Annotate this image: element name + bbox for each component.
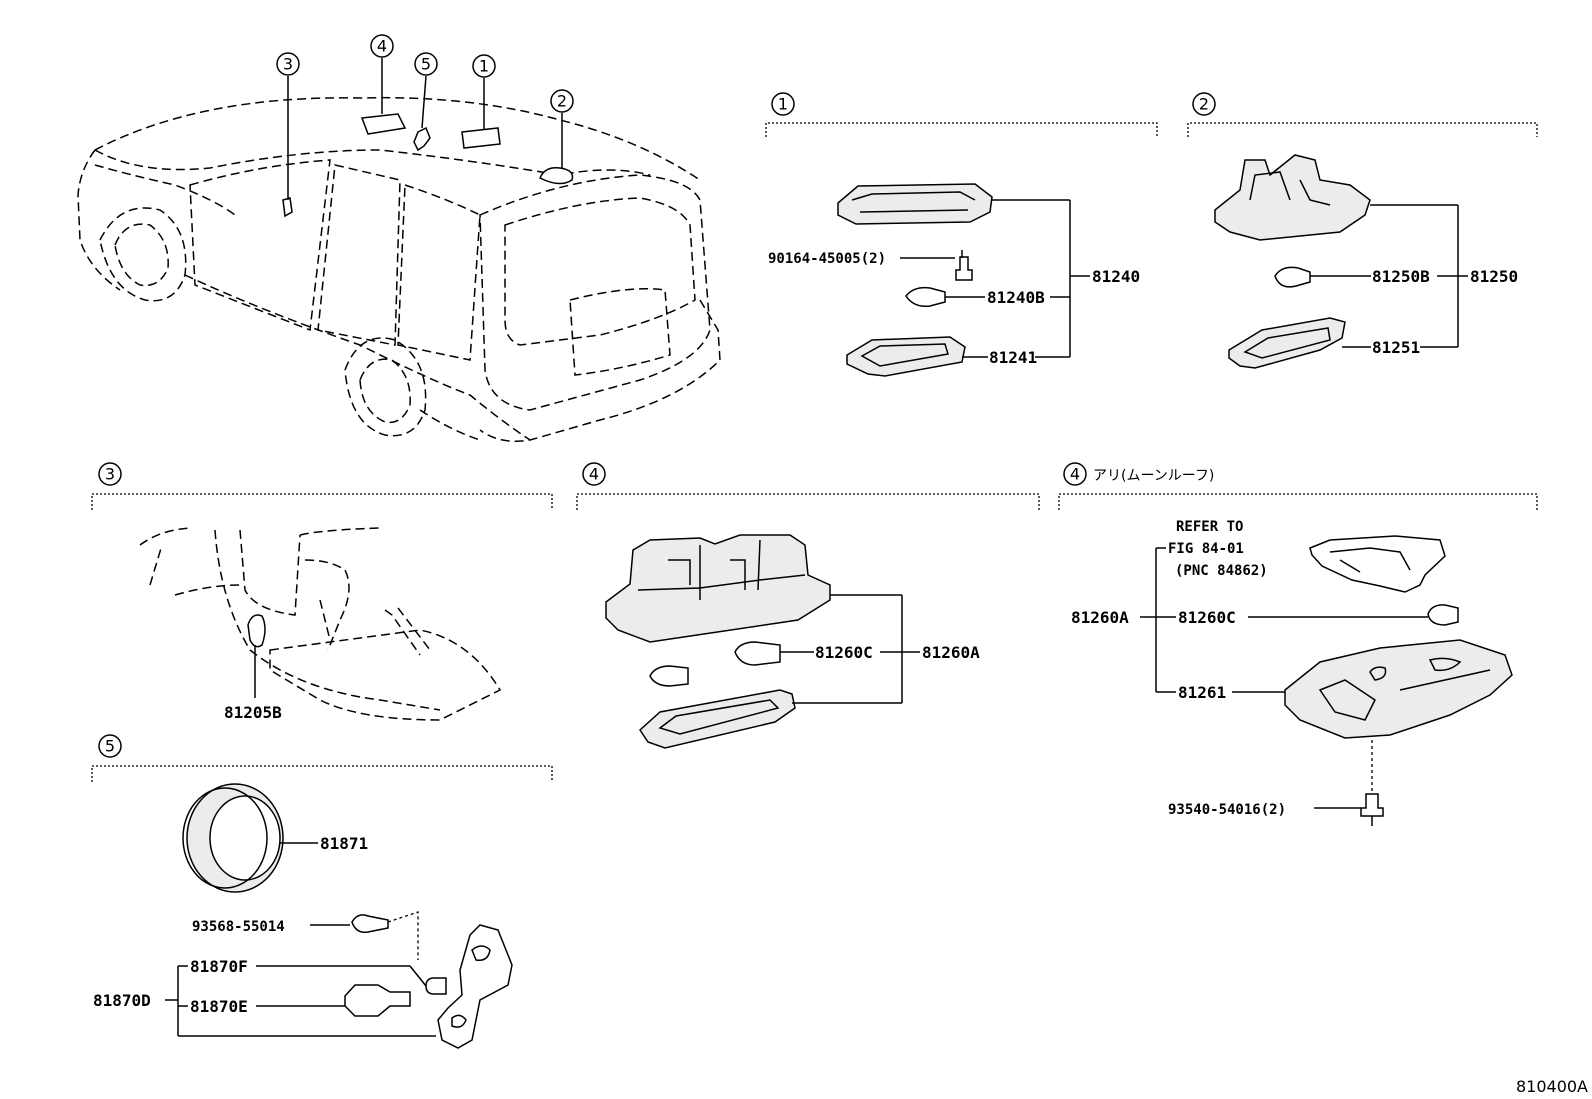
callout-3-overview: 3 [276,52,300,76]
callout-1-section: 1 [771,92,795,116]
callout-1-overview: 1 [472,54,496,78]
lens-81241 [846,336,966,377]
label-81870F: 81870F [190,957,248,976]
svg-text:1: 1 [778,95,788,114]
lamp-housing-81240 [837,183,993,225]
plunger-81870E [344,984,411,1017]
section-5: 5 81871 93568-55014 81870F 81870E [91,734,553,1049]
label-81261: 81261 [1178,683,1226,702]
bracket-84862 [1309,535,1446,593]
section-3: 3 81205B [91,462,553,722]
callout-4-moonroof: 4 [1063,462,1087,486]
pin-81870F [425,977,447,995]
callout-2-overview: 2 [550,89,574,113]
lens-81251 [1228,317,1346,369]
label-81251: 81251 [1372,338,1420,357]
bulb-81260C-a [734,641,781,666]
callout-5-section: 5 [98,734,122,758]
label-93540-54016: 93540-54016(2) [1168,802,1286,818]
bulb-81250B [1274,266,1311,288]
lamp-housing-81260A [605,534,831,643]
figure-code: 810400A [1516,1077,1588,1096]
svg-text:3: 3 [283,55,293,74]
label-81240B: 81240B [987,288,1045,307]
callout-4-overview: 4 [370,34,394,58]
callout-4-section: 4 [582,462,606,486]
switch-body-81870D [437,924,513,1049]
svg-text:1: 1 [479,57,489,76]
label-81250B: 81250B [1372,267,1430,286]
svg-text:4: 4 [1070,465,1080,484]
bulb-81260C-right [1427,604,1459,626]
svg-text:4: 4 [377,37,387,56]
moonroof-note: アリ(ムーンルーフ) [1093,468,1214,484]
callout-2-section: 2 [1192,92,1216,116]
callout-3-section: 3 [98,462,122,486]
label-81870D: 81870D [93,991,151,1010]
label-81250: 81250 [1470,267,1518,286]
section-2: 2 81250B 81250 81251 [1187,92,1538,369]
vehicle-overview: 3 4 5 1 2 [77,34,721,442]
svg-text:5: 5 [421,55,431,74]
bulb-81240B [905,286,946,308]
label-81260C-mid: 81260C [815,643,873,662]
svg-text:4: 4 [589,465,599,484]
lamp-81205B [247,614,266,648]
lens-81261 [1284,639,1513,739]
label-93568-55014: 93568-55014 [192,919,285,935]
label-81240: 81240 [1092,267,1140,286]
section-4-moonroof: 4 アリ(ムーンルーフ) REFER TO FIG 84-01 (PNC 848… [1058,462,1538,826]
section-1: 1 81240 81240B 81241 90164-45005(2) [765,92,1158,377]
label-81260A-mid: 81260A [922,643,980,662]
label-90164-45005: 90164-45005(2) [768,251,886,267]
label-81870E: 81870E [190,997,248,1016]
label-81205B: 81205B [224,703,282,722]
svg-text:2: 2 [1199,95,1209,114]
screw-93540 [1360,793,1384,817]
svg-text:2: 2 [557,92,567,111]
label-81871: 81871 [320,834,368,853]
label-81260C-right: 81260C [1178,608,1236,627]
section-4-standard: 4 81260C 81260A [576,462,1040,749]
lens-81260A [639,689,796,749]
screw-93568 [351,914,389,934]
svg-text:5: 5 [105,737,115,756]
lamp-housing-81250 [1214,154,1371,241]
ring-81871 [182,783,284,893]
label-81241: 81241 [989,348,1037,367]
bulb-81260C-b [649,665,689,687]
refer-to-line1: REFER TO [1176,519,1243,535]
refer-to-line3: (PNC 84862) [1175,563,1268,579]
refer-to-line2: FIG 84-01 [1168,541,1244,557]
label-81260A-right: 81260A [1071,608,1129,627]
callout-5-overview: 5 [414,52,438,76]
svg-text:3: 3 [105,465,115,484]
